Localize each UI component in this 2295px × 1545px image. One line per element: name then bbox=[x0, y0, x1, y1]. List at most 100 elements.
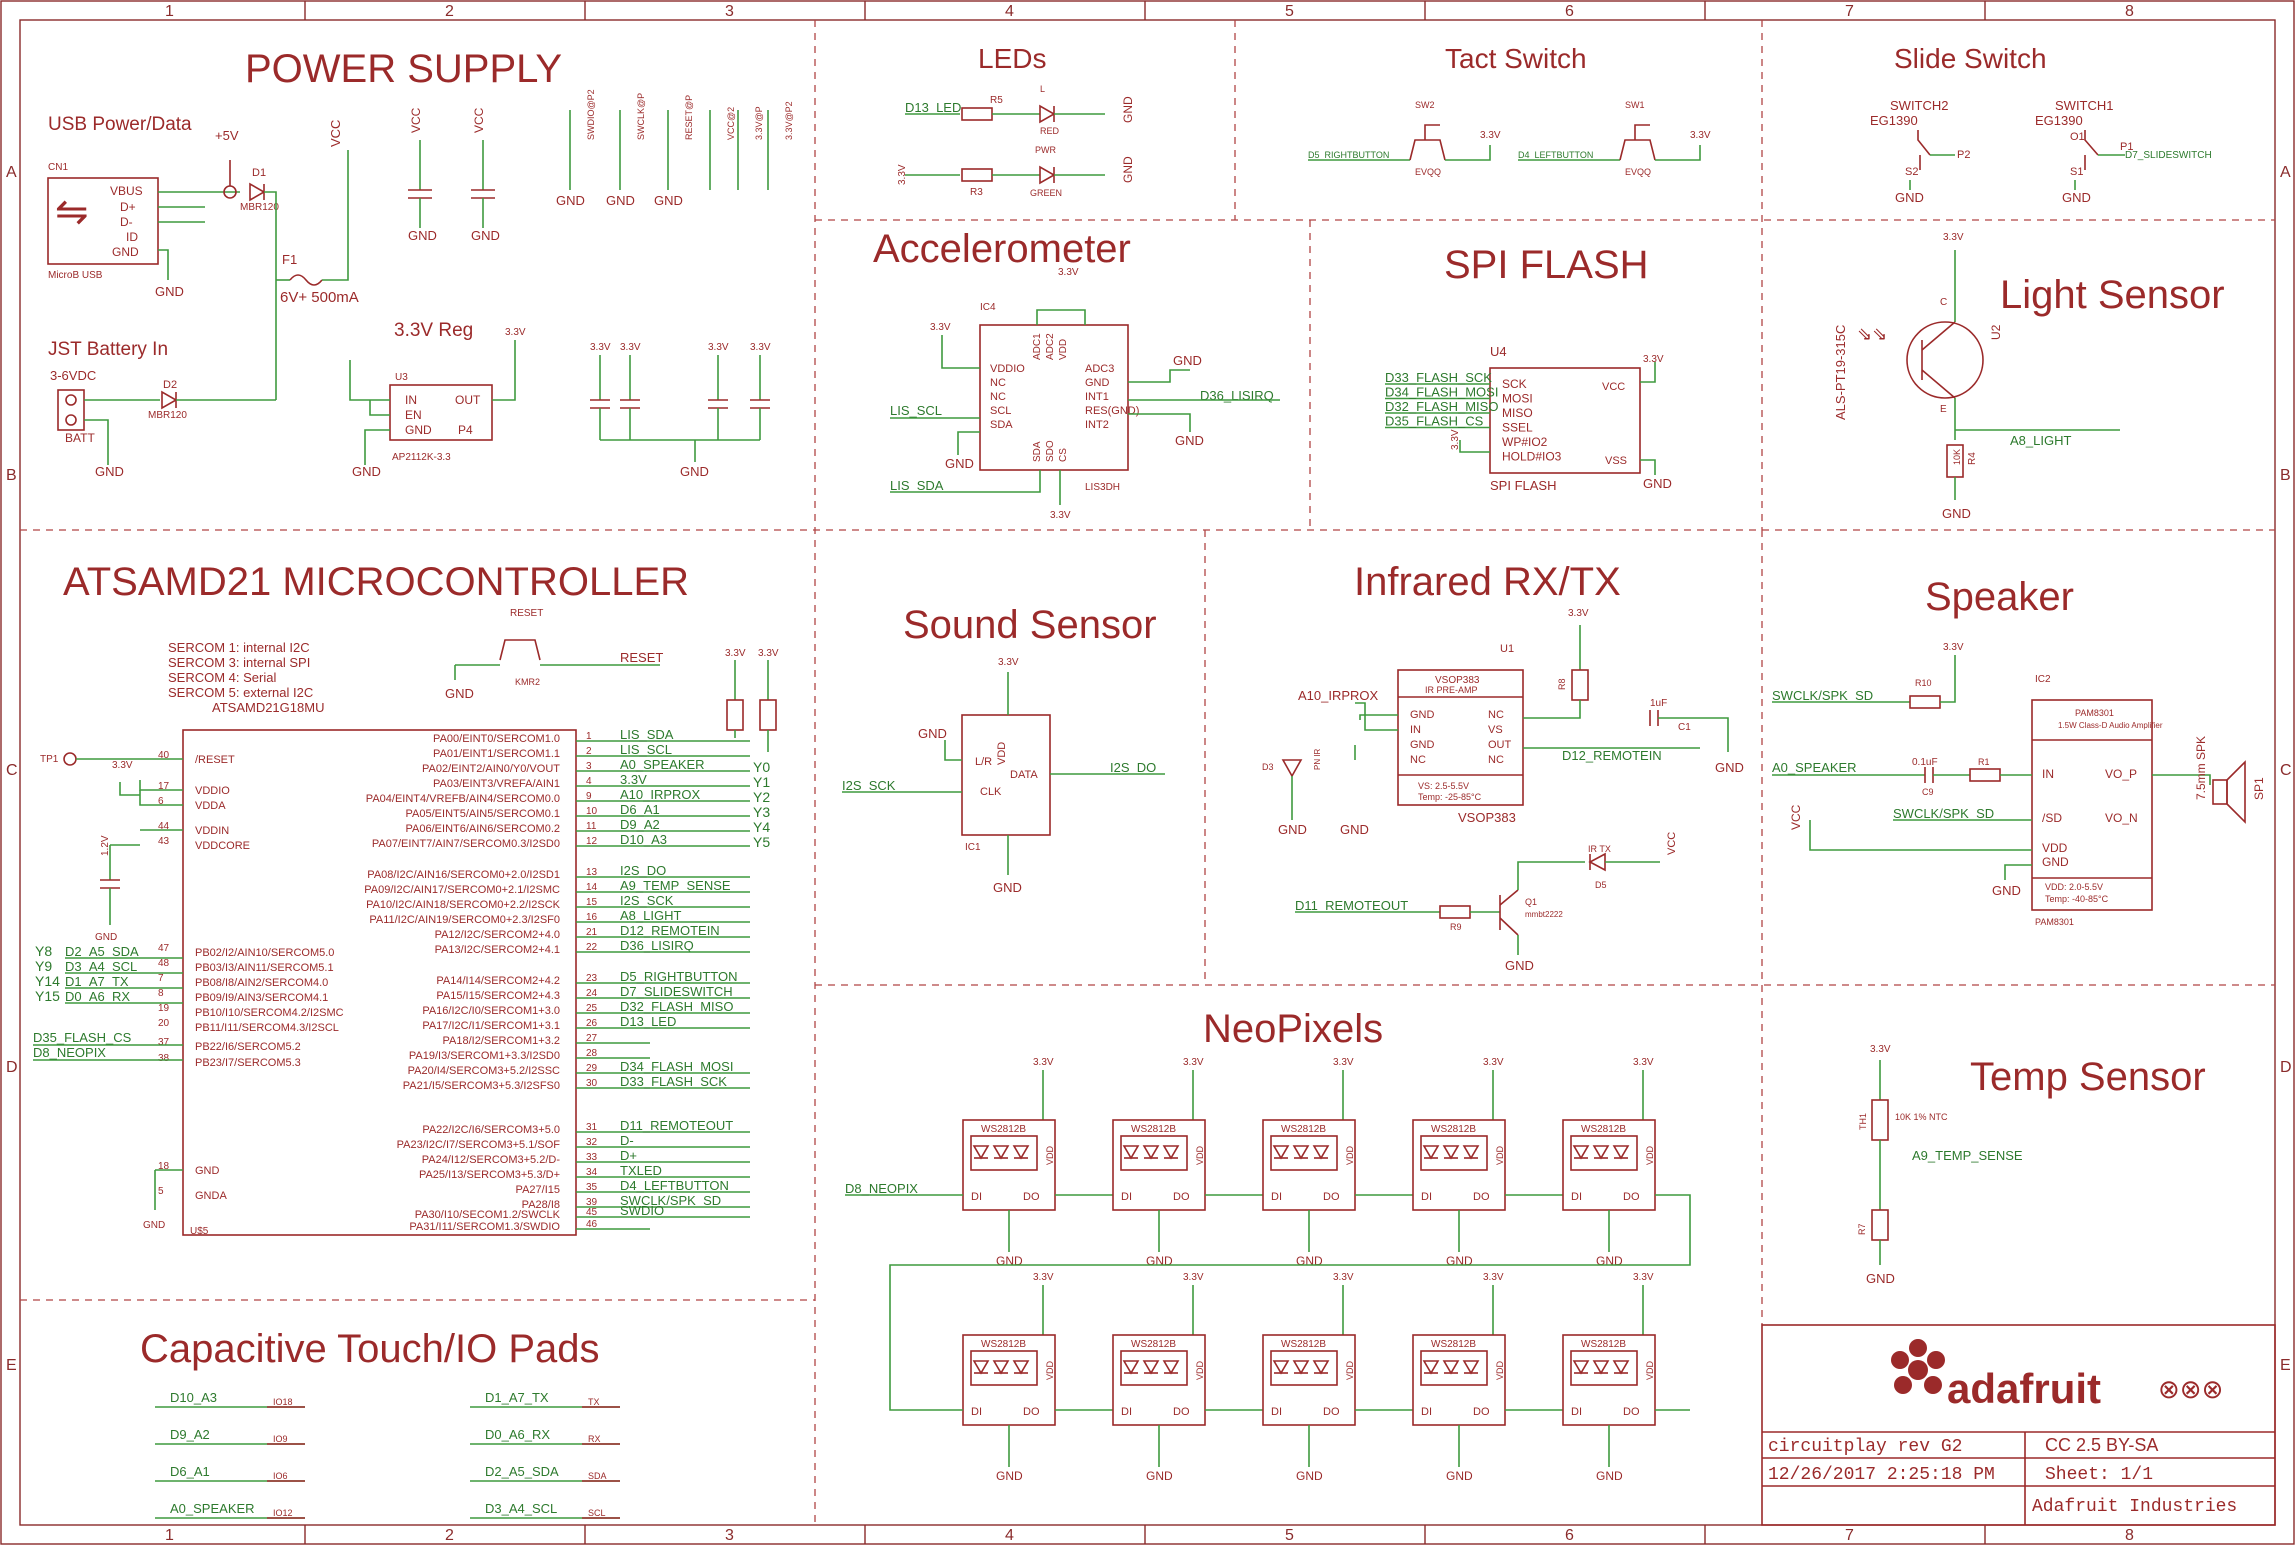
pam-vdd-range: VDD: 2.0-5.5V bbox=[2045, 882, 2103, 892]
grid-col-label: 6 bbox=[1565, 1527, 1574, 1544]
mcu-net: SWCLK/SPK_SD bbox=[620, 1193, 721, 1208]
mcu-pin-number: 25 bbox=[586, 1003, 598, 1014]
grid-row-label: C bbox=[6, 762, 18, 779]
accel-pin-right: ADC3 bbox=[1085, 363, 1114, 375]
evqq-label: EVQQ bbox=[1415, 167, 1441, 177]
mcu-left-pin-label: PB09/I9/AIN3/SERCOM4.1 bbox=[195, 992, 328, 1004]
neo-gnd: GND bbox=[1296, 1469, 1323, 1483]
power-supply-block: USB Power/Data JST Battery In CN1 MicroB… bbox=[47, 89, 794, 479]
sound-v33: 3.3V bbox=[998, 657, 1019, 668]
ir-gnd-2: GND bbox=[1340, 822, 1369, 837]
rail-label: VCC@2 bbox=[726, 107, 736, 140]
accel-pin-bottom: SDA bbox=[1032, 441, 1043, 462]
gnd-label-3: GND bbox=[352, 464, 381, 479]
project-name: circuitplay rev G2 bbox=[1768, 1437, 1962, 1457]
mcu-pin-label: PA18/I2/SERCOM1+3.2 bbox=[443, 1035, 561, 1047]
diode-d1 bbox=[249, 182, 266, 202]
cn1-label: CN1 bbox=[48, 162, 68, 173]
jst-label: JST Battery In bbox=[48, 339, 168, 360]
tact-v33-1: 3.3V bbox=[1480, 130, 1501, 141]
grid-col-label: 5 bbox=[1285, 3, 1294, 20]
switch1-label: SWITCH1 bbox=[2055, 98, 2114, 113]
gnd-label: GND bbox=[556, 193, 585, 208]
rail-label: SWCLK@P bbox=[636, 93, 646, 140]
temp-v33: 3.3V bbox=[1870, 1044, 1891, 1055]
gnd-label-2: GND bbox=[95, 464, 124, 479]
v12-label: 1.2V bbox=[100, 835, 111, 856]
pam-sd: /SD bbox=[2042, 811, 2062, 825]
touch-net-label: D3_A4_SCL bbox=[485, 1501, 557, 1516]
grid-row-label: B bbox=[6, 467, 17, 484]
pam-in: IN bbox=[2042, 767, 2054, 781]
vsop-vs: VS: 2.5-5.5V bbox=[1418, 781, 1469, 791]
d1-label: D1 bbox=[252, 167, 266, 179]
green-label: GREEN bbox=[1030, 188, 1062, 198]
accel-gnd-3: GND bbox=[945, 456, 974, 471]
section-title-light-sensor: Light Sensor bbox=[2000, 273, 2225, 317]
mcu-left-pin-number: 5 bbox=[158, 1186, 164, 1197]
grid-row-label: D bbox=[2280, 1059, 2292, 1076]
y-net-label: Y14 bbox=[35, 973, 60, 989]
ic1-label: IC1 bbox=[965, 842, 981, 853]
led-icon bbox=[1462, 1145, 1480, 1160]
led-icon bbox=[1122, 1360, 1140, 1375]
touch-net-label: A0_SPEAKER bbox=[170, 1501, 255, 1516]
mic-clk: CLK bbox=[980, 786, 1002, 798]
mcu-pin-label: PA05/EINT5/AIN5/SERCOM0.1 bbox=[406, 808, 560, 820]
led-icon bbox=[1572, 1360, 1590, 1375]
r1-label: R1 bbox=[1978, 757, 1990, 767]
grid-col-label: 5 bbox=[1285, 1527, 1294, 1544]
led-icon bbox=[1162, 1360, 1180, 1375]
light-rays-icon: ⇘⇘ bbox=[1857, 324, 1887, 344]
flash-pin: SCK bbox=[1502, 377, 1527, 391]
sound-gnd-1: GND bbox=[918, 726, 947, 741]
mcu-net: D11_REMOTEOUT bbox=[620, 1118, 733, 1133]
pam-vdd: VDD bbox=[2042, 841, 2068, 855]
y-net-signal: D0_A6_RX bbox=[65, 989, 130, 1004]
led-icon bbox=[1312, 1360, 1330, 1375]
neo-do: DO bbox=[1173, 1406, 1190, 1418]
remotein-net: D12_REMOTEIN bbox=[1562, 748, 1662, 763]
lis3dh-chip bbox=[979, 324, 1129, 471]
resistor-r9 bbox=[1439, 905, 1471, 919]
reg-p4: P4 bbox=[458, 423, 473, 437]
switch2-label: SWITCH2 bbox=[1890, 98, 1949, 113]
sheet-label: Sheet: 1/1 bbox=[2045, 1465, 2153, 1485]
led-icon bbox=[1462, 1360, 1480, 1375]
led-icon bbox=[972, 1145, 990, 1160]
flash-v33: 3.3V bbox=[1643, 354, 1664, 365]
sercom-note: SERCOM 1: internal I2C bbox=[168, 640, 310, 655]
diode-d2 bbox=[161, 390, 178, 410]
neo-vdd: VDD bbox=[1195, 1360, 1205, 1380]
mcu-pin-number: 10 bbox=[586, 806, 598, 817]
mcu-net: D6_A1 bbox=[620, 802, 660, 817]
pam-temp: Temp: -40-85°C bbox=[2045, 894, 2109, 904]
neo-v33: 3.3V bbox=[1183, 1057, 1204, 1068]
mcu-pin-number: 46 bbox=[586, 1219, 598, 1230]
grid-col-label: 8 bbox=[2125, 3, 2134, 20]
pwr-label: PWR bbox=[1035, 145, 1056, 155]
mcu-left-pin-number: 40 bbox=[158, 750, 170, 761]
slide-gnd-1: GND bbox=[1895, 190, 1924, 205]
mcu-left-pin-label: VDDIN bbox=[195, 825, 229, 837]
mcu-pin-number: 32 bbox=[586, 1137, 598, 1148]
mcu-left-pin-label: PB10/I10/SERCOM4.2/I2SMC bbox=[195, 1007, 344, 1019]
i2s-sck-net: I2S_SCK bbox=[842, 778, 896, 793]
ir-pin-right: NC bbox=[1488, 709, 1504, 721]
mcu-net: SWDIO bbox=[620, 1203, 664, 1218]
neo-do: DO bbox=[1323, 1406, 1340, 1418]
neo-vdd: VDD bbox=[1045, 1360, 1055, 1380]
ws2812b-label: WS2812B bbox=[1131, 1124, 1176, 1135]
mcu-net: 3.3V bbox=[620, 772, 647, 787]
mic-chip bbox=[961, 714, 1051, 836]
vcc-label: VCC bbox=[472, 107, 486, 133]
mcu-left-pin-number: 6 bbox=[158, 796, 164, 807]
speaker-block: IC2 PAM8301 1.5W Class-D Audio Amplifier… bbox=[1772, 642, 2266, 927]
mcu-pin-label: PA12/I2C/SERCOM2+4.0 bbox=[435, 929, 560, 941]
